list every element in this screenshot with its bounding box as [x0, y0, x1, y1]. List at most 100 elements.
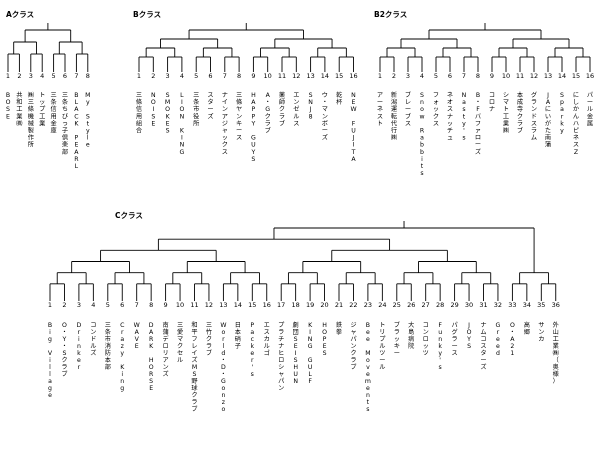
seed-number: 35 [537, 301, 545, 309]
seed-number: 16 [263, 301, 271, 309]
seed-number: 9 [164, 301, 168, 309]
team-name: パグラース [452, 322, 458, 357]
seed-number: 9 [251, 72, 255, 80]
seed-number: 1 [137, 72, 141, 80]
team-name: グランドスラム [531, 91, 537, 142]
team-name: サンカ [538, 322, 544, 343]
class-title: Cクラス [115, 210, 143, 220]
seed-number: 15 [335, 72, 343, 80]
seed-number: 23 [364, 301, 372, 309]
seed-number: 5 [52, 72, 56, 80]
team-name: 新潟運転代行㈱ [391, 91, 398, 142]
seed-number: 3 [166, 72, 170, 80]
team-name: エンゼルス [293, 92, 299, 127]
team-name: 鉄拳 [336, 321, 343, 336]
seed-number: 15 [248, 301, 256, 309]
seed-number: 11 [278, 72, 286, 80]
team-name: ブレーブス [405, 91, 411, 127]
seed-number: 2 [151, 72, 155, 80]
seed-number: 7 [74, 72, 78, 80]
seed-number: 2 [62, 301, 66, 309]
team-name: シマト工業㈱ [503, 92, 509, 135]
seed-number: 3 [77, 301, 81, 309]
seed-number: 17 [277, 301, 285, 309]
seed-number: 12 [205, 301, 213, 309]
team-name: トリプルツール [379, 322, 386, 371]
team-name: 外山工業㈱（奥様） [553, 321, 560, 385]
seed-number: 11 [516, 72, 524, 80]
team-name: 三条ちびっ子倶楽部 [62, 92, 69, 156]
seed-number: 24 [378, 301, 386, 309]
team-name: 本成寺クラブ [517, 91, 523, 135]
seed-number: 5 [434, 72, 438, 80]
seed-number: 1 [378, 72, 382, 80]
seed-number: 19 [306, 301, 314, 309]
team-name: 三竹クラブ [206, 322, 212, 357]
seed-number: 18 [292, 301, 300, 309]
seed-number: 27 [422, 301, 430, 309]
team-name: 三条市役所 [193, 92, 199, 127]
seed-number: 9 [490, 72, 494, 80]
team-name: スターズ [207, 92, 213, 120]
seed-number: 10 [176, 301, 184, 309]
team-name: 日本硝子 [235, 322, 241, 350]
team-name: ウ・マンボーズ [322, 91, 328, 142]
team-name: ナインアジャックス [222, 92, 228, 156]
team-name: アーネスト [377, 92, 383, 127]
seed-number: 11 [190, 301, 198, 309]
team-name: コンドルズ [90, 322, 96, 357]
seed-number: 25 [393, 301, 401, 309]
seed-number: 4 [180, 72, 184, 80]
team-name: 三條信用組合 [136, 92, 142, 135]
seed-number: 4 [91, 301, 95, 309]
seed-number: 13 [306, 72, 314, 80]
seed-number: 5 [194, 72, 198, 80]
seed-number: 5 [106, 301, 110, 309]
seed-number: 14 [558, 72, 566, 80]
seed-number: 3 [406, 72, 410, 80]
team-name: ジャパンクラブ [350, 322, 356, 371]
seed-number: 26 [407, 301, 415, 309]
seed-number: 36 [552, 301, 560, 309]
team-name: 三条市消防本部 [105, 322, 111, 371]
seed-number: 13 [219, 301, 227, 309]
team-name: 大島病院 [408, 321, 414, 350]
seed-number: 28 [436, 301, 444, 309]
team-name: 三愛マクセル [177, 322, 183, 364]
seed-number: 30 [465, 301, 473, 309]
team-name: コロナ [489, 92, 495, 113]
seed-number: 20 [320, 301, 328, 309]
seed-number: 1 [48, 301, 52, 309]
seed-number: 10 [264, 72, 272, 80]
seed-number: 13 [544, 72, 552, 80]
seed-number: 2 [392, 72, 396, 80]
team-name: 薬師クラブ [279, 91, 285, 127]
team-name: 高郷 [524, 321, 530, 336]
seed-number: 4 [40, 72, 44, 80]
